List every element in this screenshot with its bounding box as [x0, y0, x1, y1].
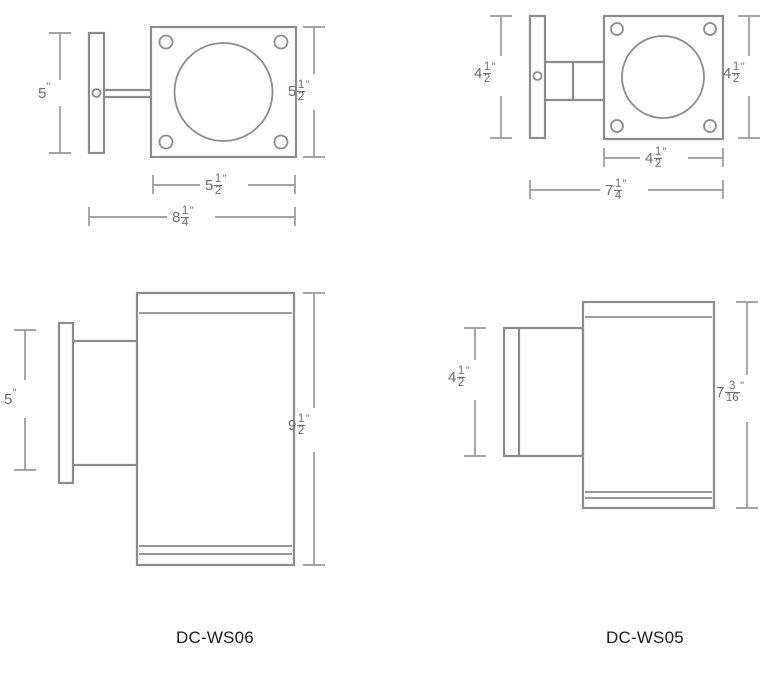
- screw-hole-top-left: [610, 22, 624, 36]
- wall-plate-hole: [532, 71, 543, 81]
- wall-plate-hole: [91, 88, 102, 98]
- drawing-dc-ws06-top-view: [49, 25, 325, 226]
- part-label-dc-ws06: DC-WS06: [176, 628, 254, 647]
- wall-plate-outline: [87, 31, 106, 155]
- arm-outline: [73, 339, 137, 467]
- screw-hole-top-right: [703, 22, 717, 36]
- screw-hole-top-left: [158, 34, 174, 50]
- dim-body-width: [152, 175, 296, 194]
- screw-hole-bottom-left: [610, 119, 624, 133]
- dim-right-height: [303, 26, 325, 158]
- dim-right-height: [736, 301, 758, 509]
- screw-hole-bottom-right: [703, 119, 717, 133]
- screw-hole-bottom-right: [273, 134, 289, 150]
- drawing-dc-ws05-top-view: [490, 14, 760, 199]
- drawing-dc-ws05-side-view: [464, 300, 758, 510]
- arm-outline: [519, 326, 583, 458]
- dim-right-height: [303, 292, 325, 566]
- dim-left-height: [490, 15, 512, 139]
- drawing-dc-ws06-side-view: [14, 291, 325, 567]
- dim-overall-width: [88, 207, 296, 226]
- cylinder-body-outline: [135, 291, 296, 567]
- wall-plate-outline: [502, 326, 521, 458]
- screw-hole-bottom-left: [158, 134, 174, 150]
- dim-right-height: [738, 15, 760, 139]
- body-square-outline: [602, 14, 725, 141]
- part-label-dc-ws05: DC-WS05: [606, 628, 684, 647]
- wall-plate-outline: [528, 14, 547, 140]
- wall-plate-outline: [57, 321, 75, 485]
- arm-outline: [545, 60, 604, 102]
- dim-overall-width: [529, 180, 724, 199]
- cylinder-body-outline: [581, 300, 716, 510]
- dim-left-height: [14, 329, 36, 471]
- arm-outline: [104, 88, 151, 99]
- dim-label-ws06-side-left-height: 5": [4, 387, 17, 408]
- body-square-outline: [149, 25, 298, 159]
- lens-circle: [621, 35, 705, 119]
- screw-hole-top-right: [273, 34, 289, 50]
- lens-circle: [173, 42, 274, 142]
- dim-left-height: [464, 327, 486, 457]
- dim-left-height: [49, 32, 71, 154]
- dim-body-width: [603, 148, 724, 167]
- dim-label-ws06-top-left-height: 5": [38, 81, 51, 102]
